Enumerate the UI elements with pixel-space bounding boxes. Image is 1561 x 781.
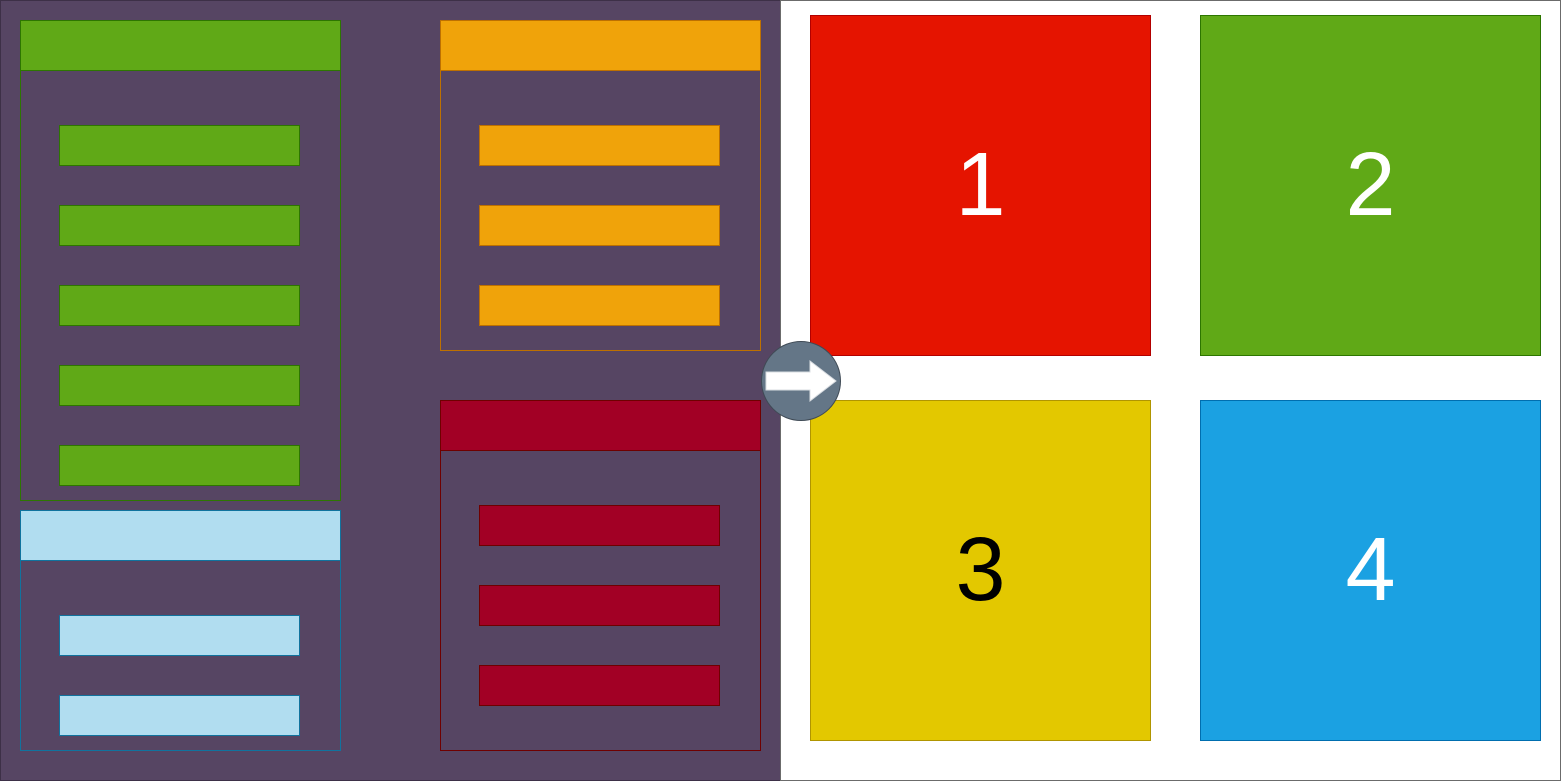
light-blue-bar [59, 695, 300, 736]
orange-bar [479, 125, 720, 166]
next-arrow-button[interactable] [761, 341, 841, 421]
tile-2: 2 [1200, 15, 1541, 356]
crimson-bar [479, 585, 720, 626]
orange-bar [479, 285, 720, 326]
tile-1-label: 1 [955, 135, 1006, 235]
tile-3-label: 3 [955, 520, 1006, 620]
green-bar [59, 365, 300, 406]
light-blue-group-header [20, 510, 341, 561]
crimson-group-header [440, 400, 761, 451]
crimson-bar [479, 505, 720, 546]
tile-2-label: 2 [1345, 135, 1396, 235]
right-arrow-icon [765, 359, 837, 403]
light-blue-bar [59, 615, 300, 656]
orange-bar [479, 205, 720, 246]
green-bar [59, 285, 300, 326]
green-bar [59, 125, 300, 166]
tile-3: 3 [810, 400, 1151, 741]
tile-4: 4 [1200, 400, 1541, 741]
green-bar [59, 445, 300, 486]
orange-group-header [440, 20, 761, 71]
green-group-header [20, 20, 341, 71]
tile-1: 1 [810, 15, 1151, 356]
green-group-frame [20, 20, 341, 501]
crimson-bar [479, 665, 720, 706]
green-bar [59, 205, 300, 246]
tile-4-label: 4 [1345, 520, 1396, 620]
